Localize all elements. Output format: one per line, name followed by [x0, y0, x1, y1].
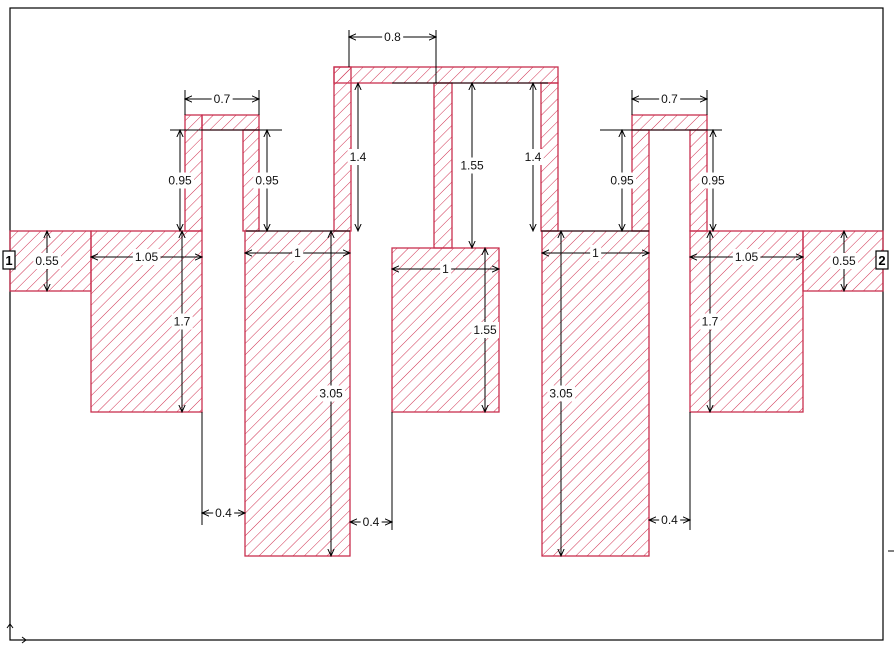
stem-center	[433, 82, 453, 249]
dim-label-right-resonator-height: 3.05	[549, 387, 573, 401]
dim-label-center-stem: 1.55	[460, 159, 484, 173]
port-1-label: 1	[5, 253, 12, 268]
origin-marker	[6, 623, 27, 644]
dim-label-left-pad-height: 1.7	[174, 315, 191, 329]
dim-label-gap-left: 0.4	[215, 506, 232, 520]
dim-label-bg	[347, 149, 369, 165]
dim-label-bg	[659, 91, 681, 107]
dim-label-bg	[166, 172, 195, 189]
dim-label-bg	[132, 249, 161, 265]
stub-left-top	[201, 114, 260, 131]
port-2: 2	[875, 250, 889, 270]
dim-label-bg	[211, 91, 233, 107]
port-1: 1	[2, 250, 16, 270]
arm-center-top	[333, 66, 559, 84]
dim-label-right-stub-height-b: 0.95	[701, 174, 725, 188]
dim-label-center-pad-width: 1	[442, 262, 449, 276]
dim-label-bg	[659, 512, 681, 528]
dim-label-bg	[360, 514, 382, 530]
dim-label-left-resonator-height: 3.05	[319, 387, 343, 401]
dim-label-left-pad-width: 1.05	[135, 250, 159, 264]
dim-label-gap-center: 0.4	[363, 515, 380, 529]
dim-label-top-gap: 0.8	[384, 30, 401, 44]
dim-label-bg	[699, 172, 728, 189]
dim-label-right-resonator-width: 1	[592, 246, 599, 260]
copper-shapes	[9, 66, 884, 557]
dim-label-bg	[608, 172, 637, 189]
dim-label-bg	[522, 149, 544, 165]
stub-right-top	[631, 114, 708, 131]
dim-label-left-stub-height-a: 0.95	[168, 174, 192, 188]
dim-label-bg	[458, 157, 487, 174]
dim-label-bg	[253, 172, 282, 189]
drawing-frame	[9, 7, 884, 641]
dim-label-bg	[317, 385, 346, 402]
dim-label-feed-right-height: 0.55	[832, 254, 856, 268]
dim-label-bg	[830, 253, 859, 269]
dim-label-bg	[213, 505, 235, 521]
dim-label-right-pad-height: 1.7	[702, 315, 719, 329]
dim-label-bg	[292, 245, 304, 261]
dim-label-bg	[547, 385, 576, 402]
dim-label-bg	[171, 313, 193, 330]
port-2-label: 2	[878, 253, 885, 268]
dim-label-feed-left-height: 0.55	[35, 254, 59, 268]
dim-label-center-pad-height: 1.55	[473, 323, 497, 337]
dim-label-center-arm-left: 1.4	[350, 150, 367, 164]
dim-label-bg	[732, 249, 761, 265]
dim-label-left-resonator-width: 1	[294, 246, 301, 260]
dim-label-right-stub-width: 0.7	[661, 92, 678, 106]
dim-label-bg	[699, 313, 721, 330]
dim-label-left-stub-height-b: 0.95	[255, 174, 279, 188]
dim-label-right-stub-height-a: 0.95	[610, 174, 634, 188]
dim-label-left-stub-width: 0.7	[214, 92, 231, 106]
dim-label-bg	[471, 322, 500, 338]
dim-label-center-arm-right: 1.4	[525, 150, 542, 164]
dim-label-bg	[33, 253, 62, 269]
dim-label-gap-right: 0.4	[661, 513, 678, 527]
dim-label-bg	[440, 261, 452, 277]
dim-label-bg	[382, 29, 404, 45]
dim-label-right-pad-width: 1.05	[735, 250, 759, 264]
dim-label-bg	[590, 245, 602, 261]
